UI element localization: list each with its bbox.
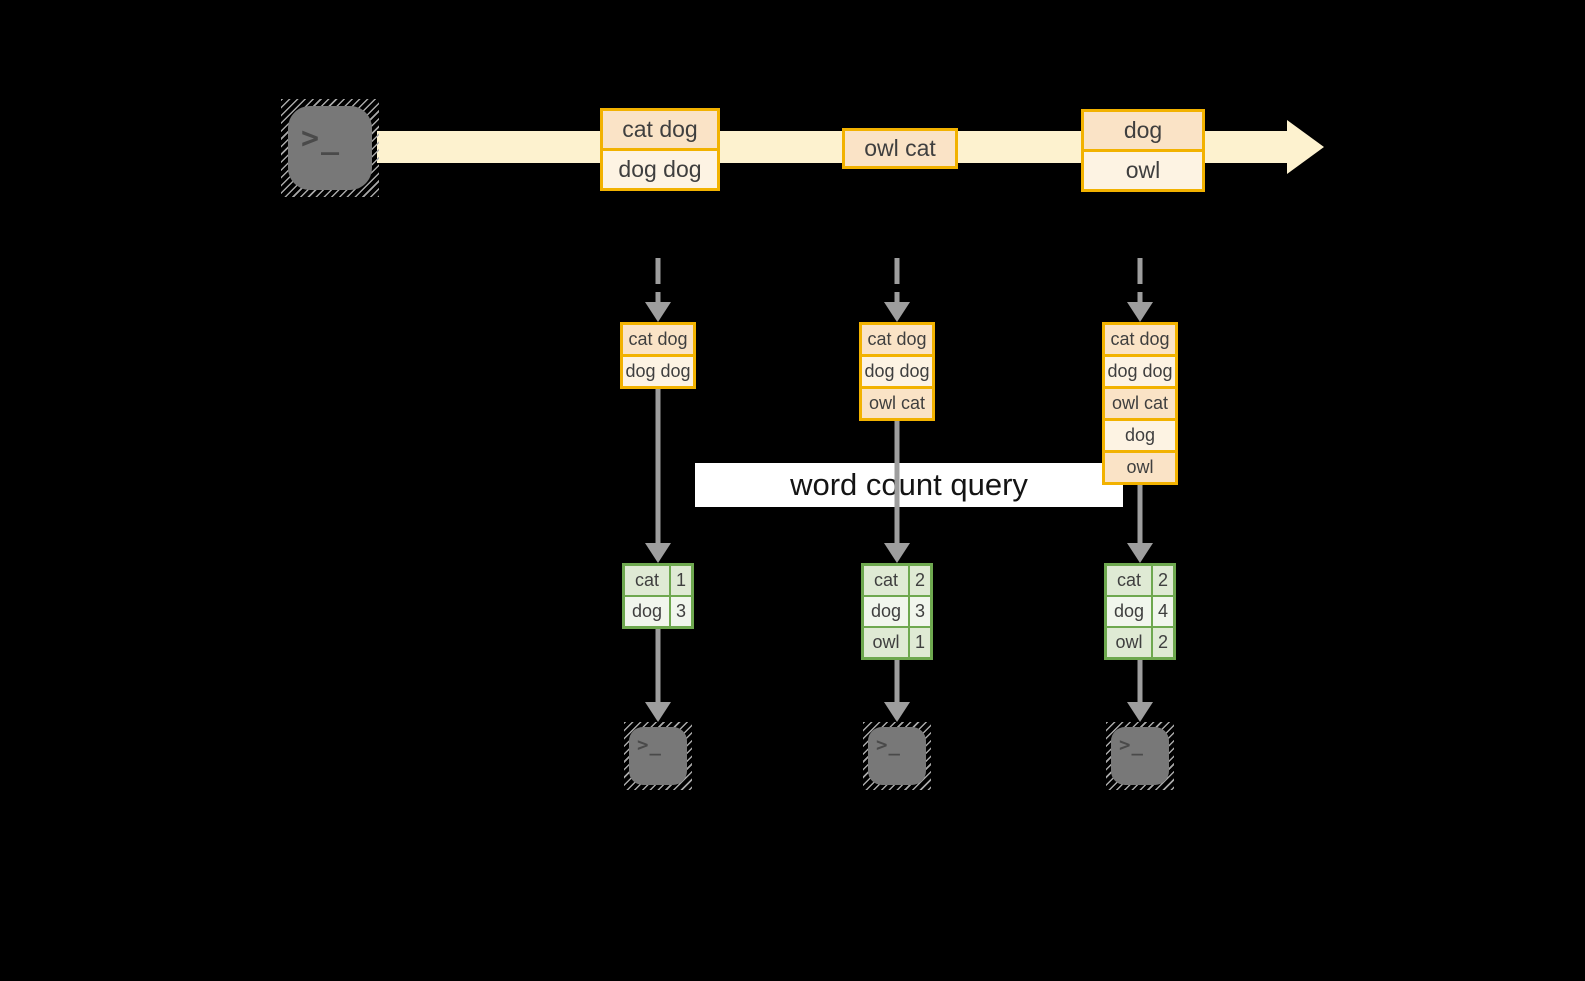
- arrowhead-down-icon: [645, 302, 671, 322]
- connector: [1137, 660, 1143, 702]
- connector: [1137, 485, 1143, 545]
- buffer-row: cat dog: [862, 325, 932, 354]
- count-word: dog: [625, 597, 671, 626]
- terminal-prompt-glyph: >_: [637, 734, 662, 756]
- count-row: cat 1: [625, 566, 691, 595]
- count-value: 2: [1153, 628, 1173, 657]
- terminal-screen: [288, 106, 372, 190]
- count-row: owl 2: [1107, 626, 1173, 657]
- sink-terminal-icon: >_: [863, 722, 931, 790]
- buffer-stack: cat dog dog dog owl cat dog owl: [1102, 322, 1178, 485]
- count-row: owl 1: [864, 626, 930, 657]
- buffer-row: dog dog: [862, 354, 932, 386]
- count-word: dog: [864, 597, 910, 626]
- count-row: dog 4: [1107, 595, 1173, 626]
- count-value: 2: [910, 566, 930, 595]
- arrowhead-down-icon: [645, 702, 671, 722]
- message-line: owl cat: [845, 131, 955, 166]
- buffer-row: dog: [1105, 418, 1175, 450]
- count-value: 3: [910, 597, 930, 626]
- arrowhead-down-icon: [884, 302, 910, 322]
- sink-terminal-icon: >_: [624, 722, 692, 790]
- dashed-connector: [655, 258, 661, 284]
- buffer-row: owl cat: [1105, 386, 1175, 418]
- query-label: word count query: [695, 463, 1123, 507]
- terminal-prompt-glyph: >_: [1119, 734, 1144, 756]
- buffer-row: owl cat: [862, 386, 932, 418]
- message-line: cat dog: [603, 111, 717, 148]
- count-table: cat 1 dog 3: [622, 563, 694, 629]
- count-word: dog: [1107, 597, 1153, 626]
- terminal-prompt-glyph: >_: [876, 734, 901, 756]
- arrowhead-down-icon: [645, 543, 671, 563]
- count-value: 4: [1153, 597, 1173, 626]
- message-line: dog: [1084, 112, 1202, 149]
- count-table: cat 2 dog 3 owl 1: [861, 563, 933, 660]
- count-word: cat: [864, 566, 910, 595]
- count-row: cat 2: [864, 566, 930, 595]
- buffer-row: owl: [1105, 450, 1175, 482]
- connector: [894, 421, 900, 545]
- count-row: dog 3: [625, 595, 691, 626]
- buffer-row: cat dog: [1105, 325, 1175, 354]
- arrowhead-down-icon: [884, 543, 910, 563]
- connector: [894, 660, 900, 702]
- sink-terminal-icon: >_: [1106, 722, 1174, 790]
- arrowhead-down-icon: [1127, 543, 1153, 563]
- dashed-connector: [655, 292, 661, 302]
- message-box: dog owl: [1081, 109, 1205, 192]
- arrowhead-down-icon: [1127, 702, 1153, 722]
- stream-arrowhead-icon: [1287, 120, 1324, 174]
- count-word: cat: [1107, 566, 1153, 595]
- dashed-connector: [1137, 258, 1143, 284]
- count-table: cat 2 dog 4 owl 2: [1104, 563, 1176, 660]
- count-value: 1: [910, 628, 930, 657]
- source-terminal-icon: >_: [281, 99, 379, 197]
- message-line: owl: [1084, 149, 1202, 189]
- connector: [655, 629, 661, 702]
- count-value: 1: [671, 566, 691, 595]
- connector: [655, 389, 661, 545]
- dashed-connector: [1137, 292, 1143, 302]
- terminal-prompt-glyph: >_: [301, 121, 342, 156]
- dashed-connector: [894, 292, 900, 302]
- terminal-screen: [868, 727, 926, 785]
- count-value: 3: [671, 597, 691, 626]
- message-line: dog dog: [603, 148, 717, 188]
- terminal-screen: [629, 727, 687, 785]
- count-word: cat: [625, 566, 671, 595]
- count-row: cat 2: [1107, 566, 1173, 595]
- count-row: dog 3: [864, 595, 930, 626]
- dashed-connector: [894, 258, 900, 284]
- count-word: owl: [1107, 628, 1153, 657]
- message-box: owl cat: [842, 128, 958, 169]
- arrowhead-down-icon: [1127, 302, 1153, 322]
- message-box: cat dog dog dog: [600, 108, 720, 191]
- count-value: 2: [1153, 566, 1173, 595]
- terminal-screen: [1111, 727, 1169, 785]
- arrowhead-down-icon: [884, 702, 910, 722]
- buffer-stack: cat dog dog dog owl cat: [859, 322, 935, 421]
- buffer-row: dog dog: [623, 354, 693, 386]
- buffer-row: dog dog: [1105, 354, 1175, 386]
- buffer-stack: cat dog dog dog: [620, 322, 696, 389]
- buffer-row: cat dog: [623, 325, 693, 354]
- count-word: owl: [864, 628, 910, 657]
